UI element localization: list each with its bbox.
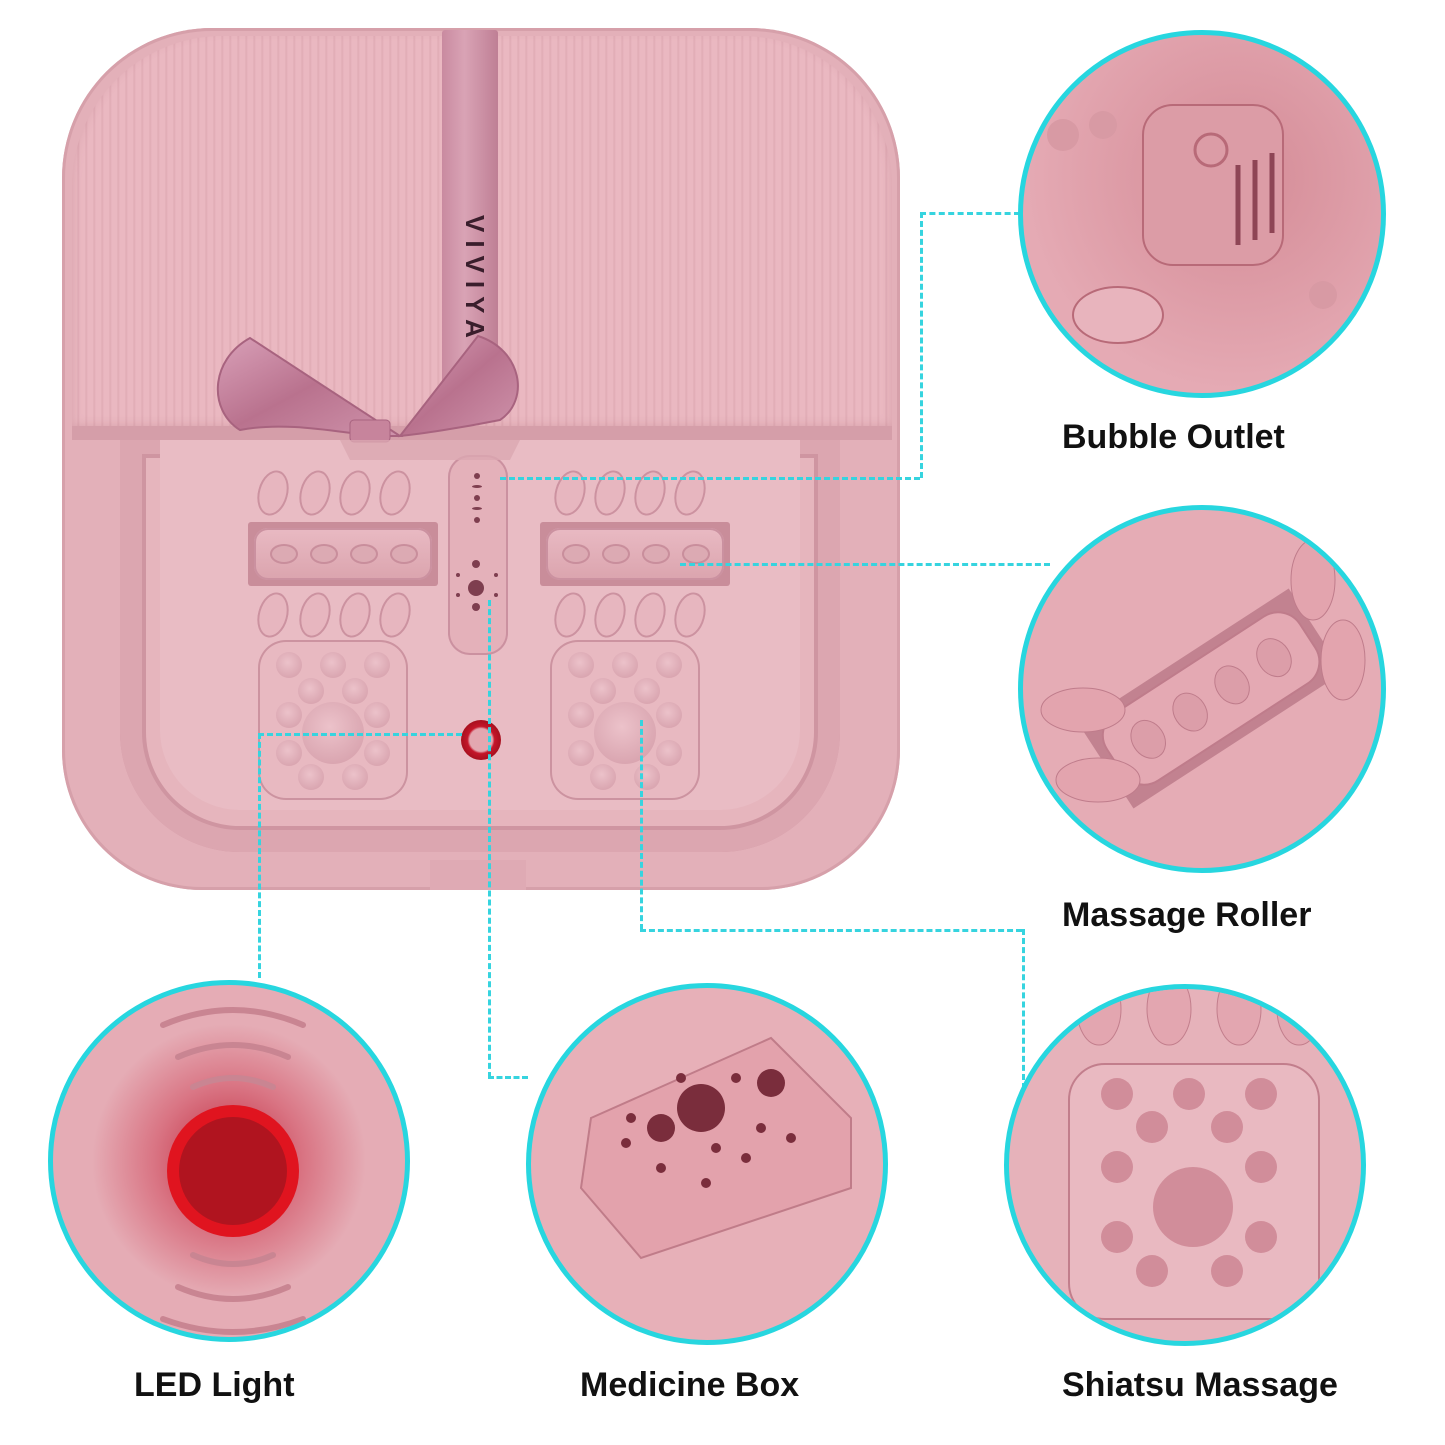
shiatsu-pad-left <box>258 640 408 800</box>
connector-led-light <box>258 733 261 978</box>
led-light-main <box>461 720 501 760</box>
connector-shiatsu <box>640 720 643 930</box>
medicine-box-icon <box>579 1036 852 1260</box>
connector-bubble-outlet <box>920 212 1020 215</box>
inset-massage-roller <box>1018 505 1386 873</box>
inset-led-light <box>48 980 410 1342</box>
brand-logo: VIVIYA <box>460 215 490 346</box>
inset-bubble-outlet <box>1018 30 1386 398</box>
lid-edge <box>72 426 892 440</box>
label-led-light: LED Light <box>134 1366 295 1404</box>
label-medicine-box: Medicine Box <box>580 1366 800 1404</box>
massage-roller-left <box>254 528 432 580</box>
label-massage-roller: Massage Roller <box>1062 896 1312 934</box>
connector-shiatsu <box>1022 929 1025 1089</box>
inset-medicine-box <box>526 983 888 1345</box>
massage-roller-icon <box>1040 539 1366 809</box>
label-bubble-outlet: Bubble Outlet <box>1062 418 1285 456</box>
shiatsu-pad-right <box>550 640 700 800</box>
bubble-outlet-icon <box>1047 104 1337 344</box>
connector-medicine-box <box>488 1076 528 1079</box>
led-light-icon <box>160 1007 306 1335</box>
lid-strap <box>442 30 498 400</box>
label-shiatsu-massage: Shiatsu Massage <box>1062 1366 1338 1404</box>
massage-roller-right <box>546 528 724 580</box>
connector-bubble-outlet <box>500 477 920 480</box>
front-notch <box>430 860 526 890</box>
connector-led-light <box>258 733 462 736</box>
center-panel <box>448 455 508 655</box>
connector-shiatsu <box>640 929 1022 932</box>
connector-medicine-box <box>488 600 491 1078</box>
bow-handle-icon <box>216 334 520 460</box>
connector-bubble-outlet <box>920 212 923 478</box>
shiatsu-pad-icon <box>1068 989 1322 1320</box>
inset-shiatsu-massage <box>1004 984 1366 1346</box>
connector-massage-roller <box>680 563 1050 566</box>
